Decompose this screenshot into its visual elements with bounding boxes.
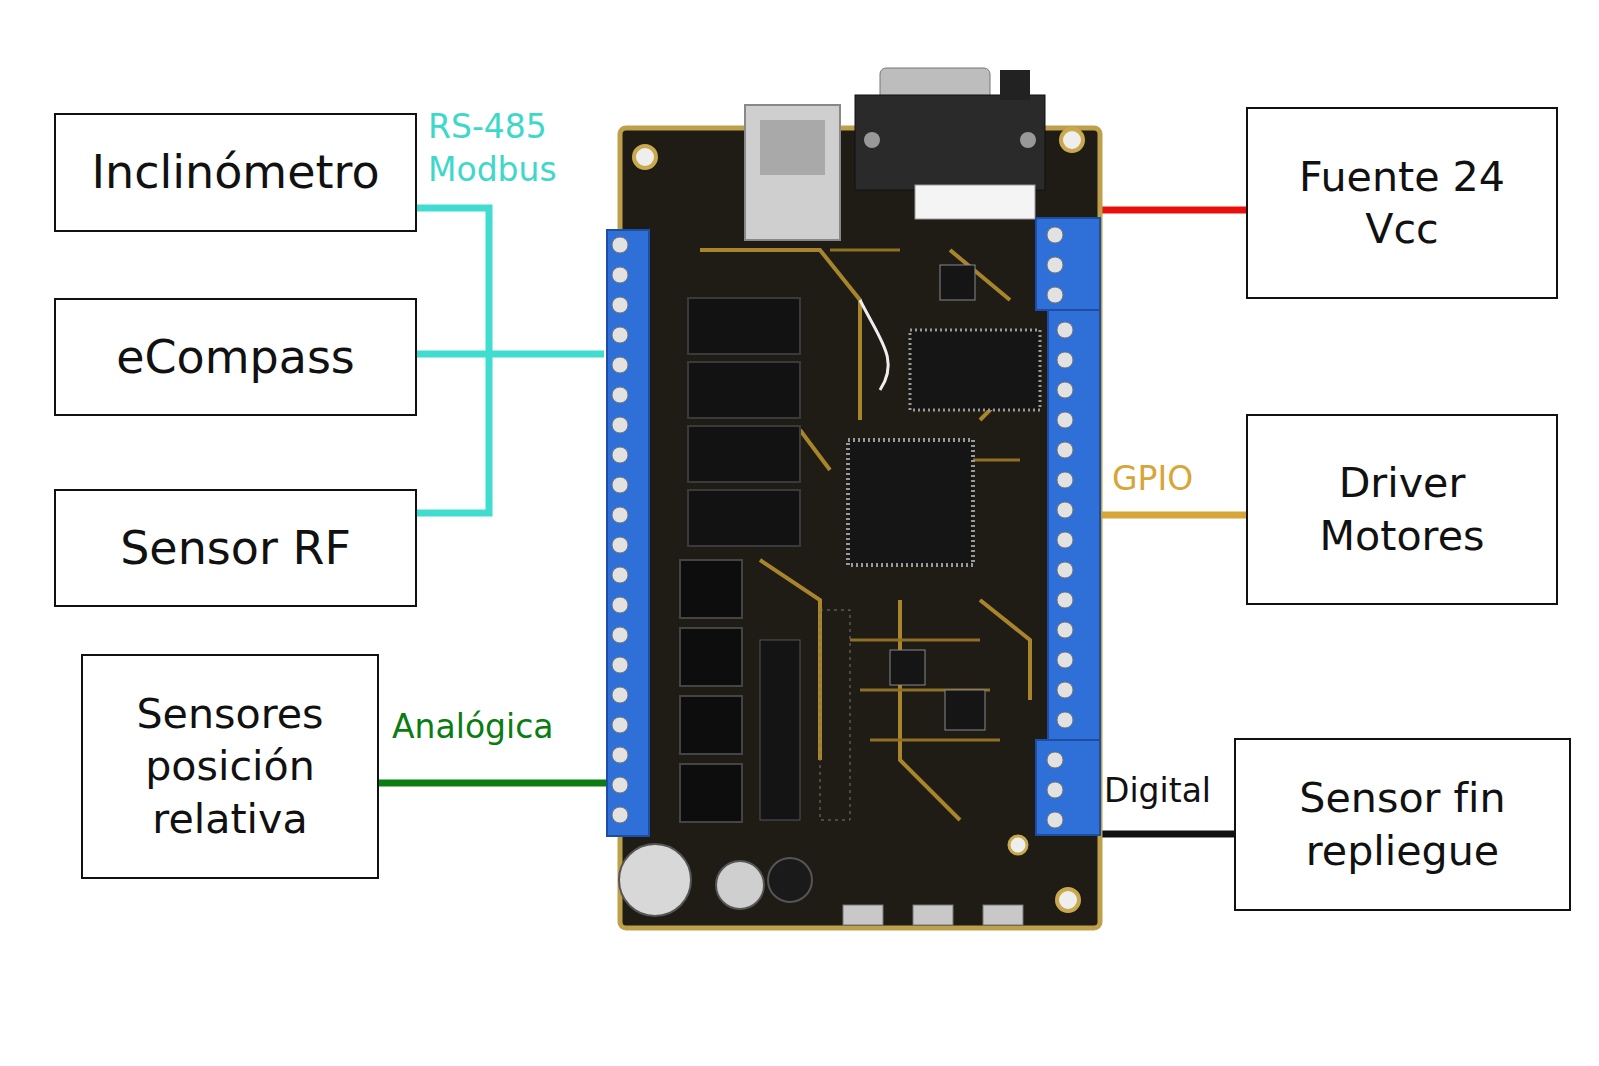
signal-label: GPIO bbox=[1112, 458, 1222, 501]
analog-wire bbox=[379, 780, 612, 787]
component-box: Sensor RF bbox=[54, 489, 417, 607]
component-name: Driver Motores bbox=[1248, 457, 1556, 562]
rs485-wire bbox=[417, 208, 489, 513]
component-box: Sensores posición relativa bbox=[81, 654, 379, 879]
digital-wire bbox=[1090, 831, 1234, 838]
component-name: Fuente 24 Vcc bbox=[1248, 151, 1556, 256]
pcb bbox=[607, 68, 1100, 928]
component-name: Inclinómetro bbox=[81, 143, 389, 201]
component-name: eCompass bbox=[106, 328, 365, 386]
component-name: Sensor RF bbox=[110, 519, 361, 577]
component-box: Driver Motores bbox=[1246, 414, 1558, 605]
signal-label: Analógica bbox=[392, 706, 582, 749]
component-name: Sensores posición relativa bbox=[83, 688, 377, 845]
gpio-wire bbox=[1098, 512, 1246, 519]
rs485-wire bbox=[417, 351, 604, 358]
power-wire bbox=[1098, 207, 1246, 214]
component-box: eCompass bbox=[54, 298, 417, 416]
component-name: Sensor fin repliegue bbox=[1236, 772, 1569, 877]
signal-label: Digital bbox=[1104, 770, 1224, 813]
component-box: Inclinómetro bbox=[54, 113, 417, 232]
component-box: Fuente 24 Vcc bbox=[1246, 107, 1558, 299]
signal-label: RS-485 Modbus bbox=[428, 106, 578, 192]
component-box: Sensor fin repliegue bbox=[1234, 738, 1571, 911]
